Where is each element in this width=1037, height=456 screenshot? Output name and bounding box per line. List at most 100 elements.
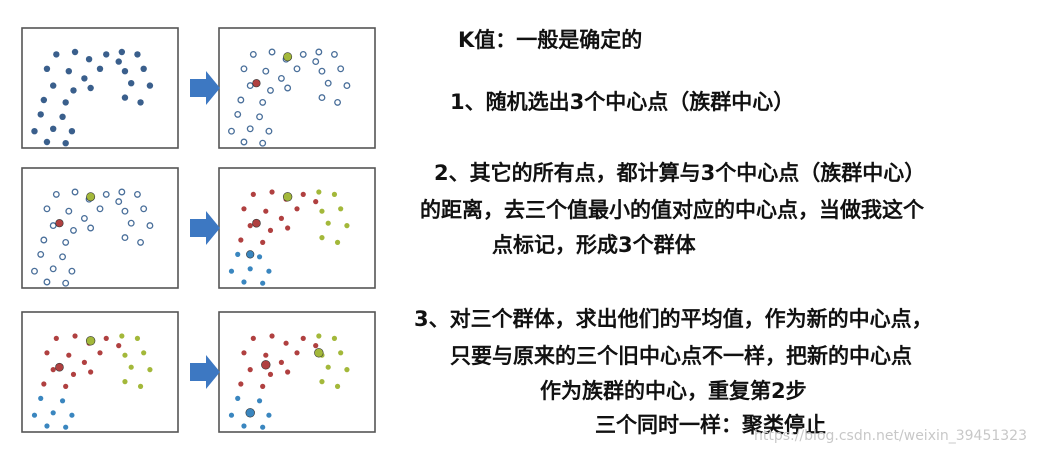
step-3-line-4: 三个同时一样：聚类停止 xyxy=(595,413,826,437)
panel-frame xyxy=(21,311,179,433)
data-point xyxy=(97,350,103,356)
data-point xyxy=(81,75,88,82)
data-point xyxy=(38,395,44,401)
data-point xyxy=(246,125,254,133)
data-point xyxy=(334,239,341,245)
data-point xyxy=(71,48,79,56)
panel-frame xyxy=(21,167,179,289)
data-point xyxy=(88,369,94,375)
data-point xyxy=(65,207,73,215)
data-point xyxy=(68,128,76,135)
data-point xyxy=(319,208,325,214)
data-point xyxy=(316,333,322,339)
data-point xyxy=(284,84,292,92)
data-point xyxy=(312,58,320,66)
data-point xyxy=(300,335,306,341)
data-point xyxy=(247,367,253,373)
data-point xyxy=(44,423,50,429)
data-point xyxy=(137,383,144,389)
k-value-title: K值：一般是确定的 xyxy=(458,28,643,52)
data-point xyxy=(268,48,276,56)
cluster-center xyxy=(85,336,96,346)
data-point xyxy=(241,423,247,429)
data-point xyxy=(250,335,256,341)
watermark: https://blog.csdn.net/weixin_39451323 xyxy=(753,428,1027,444)
data-point xyxy=(133,190,141,198)
data-point xyxy=(241,206,247,212)
data-point xyxy=(102,190,110,198)
data-point xyxy=(240,65,248,73)
data-point xyxy=(50,82,57,89)
data-point xyxy=(121,207,129,215)
data-point xyxy=(315,48,323,56)
cluster-center xyxy=(245,408,255,418)
data-point xyxy=(266,268,272,274)
data-point xyxy=(31,412,38,418)
step-2-line-2: 的距离，去三个值最小的值对应的中心点，当做我这个 xyxy=(420,198,924,222)
data-point xyxy=(331,191,338,197)
data-point xyxy=(256,113,264,121)
data-point xyxy=(103,51,110,58)
data-point xyxy=(70,371,77,377)
data-point xyxy=(103,335,109,341)
data-point xyxy=(235,395,241,401)
step-2-line-1: 2、其它的所有点，都计算与3个中心点（族群中心） xyxy=(434,161,926,185)
cluster-center xyxy=(252,218,261,228)
data-point xyxy=(118,188,126,196)
data-point xyxy=(52,190,60,198)
data-point xyxy=(121,94,129,101)
kmeans-illustration xyxy=(0,0,400,456)
cluster-center xyxy=(282,192,293,202)
cluster-center xyxy=(55,219,64,228)
data-point xyxy=(234,110,242,118)
data-point xyxy=(53,51,60,58)
data-point xyxy=(250,191,256,197)
data-point xyxy=(238,381,244,387)
data-point xyxy=(263,208,269,214)
data-point xyxy=(247,266,253,272)
data-point xyxy=(62,238,70,246)
data-point xyxy=(63,424,69,430)
data-point xyxy=(325,364,331,370)
data-point xyxy=(240,138,248,146)
data-point xyxy=(334,383,341,389)
data-point xyxy=(128,80,135,87)
kmeans-diagram-svg xyxy=(21,27,376,433)
data-point xyxy=(237,96,245,104)
data-point xyxy=(259,139,267,147)
cluster-center xyxy=(314,348,324,358)
data-point xyxy=(137,99,144,106)
data-point xyxy=(318,67,326,75)
data-point xyxy=(344,367,350,373)
panel-frame xyxy=(218,167,376,289)
data-point xyxy=(241,350,247,356)
data-point xyxy=(249,50,257,58)
data-point xyxy=(53,335,59,341)
data-point xyxy=(134,335,141,341)
data-point xyxy=(344,223,350,229)
data-point xyxy=(318,94,326,102)
data-point xyxy=(285,225,291,231)
data-point xyxy=(70,87,77,94)
data-point xyxy=(43,65,51,73)
data-point xyxy=(122,379,128,385)
data-point xyxy=(267,86,274,94)
data-point xyxy=(41,381,47,387)
data-point xyxy=(72,333,78,339)
data-point xyxy=(294,206,300,212)
data-point xyxy=(330,50,338,58)
data-point xyxy=(37,111,44,118)
data-point xyxy=(40,96,48,104)
data-point xyxy=(146,82,154,89)
data-point xyxy=(331,335,338,341)
data-point xyxy=(319,235,325,241)
data-point xyxy=(141,350,147,356)
data-point xyxy=(49,265,57,273)
data-point xyxy=(260,280,266,286)
data-point xyxy=(319,379,325,385)
data-point xyxy=(85,56,93,63)
data-point xyxy=(337,65,345,73)
step-1-text: 1、随机选出3个中心点（族群中心） xyxy=(450,90,795,114)
data-point xyxy=(247,223,253,229)
data-point xyxy=(62,99,69,106)
